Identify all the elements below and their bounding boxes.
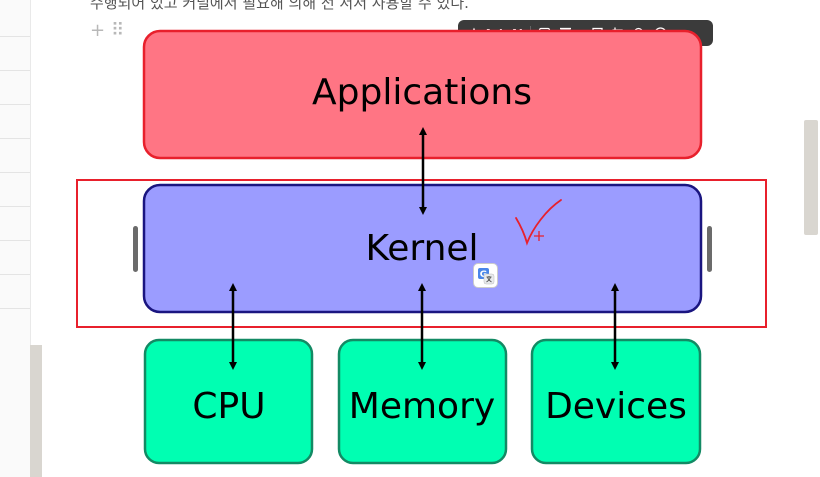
handwritten-cross (534, 231, 544, 241)
handwritten-checkmark (515, 199, 562, 246)
left-scrollbar[interactable] (30, 345, 42, 477)
paragraph-text: 수행되어 있고 커널에서 필요해 의해 전 서서 사용할 수 있다. (90, 0, 469, 12)
translate-button[interactable]: G (473, 263, 498, 288)
cpu-label: CPU (192, 386, 265, 427)
kernel-label: Kernel (365, 228, 478, 269)
image-resize-handle-left[interactable] (133, 226, 138, 272)
right-scrollbar[interactable] (804, 120, 818, 235)
image-resize-handle-right[interactable] (707, 226, 712, 272)
translate-icon: G (477, 267, 494, 284)
devices-label: Devices (545, 386, 687, 427)
block-drag-handle-icon[interactable]: +⠿ (90, 20, 131, 41)
cpu-box (143, 338, 314, 465)
memory-label: Memory (349, 386, 495, 427)
applications-label: Applications (312, 72, 532, 113)
svg-text:G: G (479, 270, 486, 280)
left-sidebar-strip (0, 0, 31, 477)
